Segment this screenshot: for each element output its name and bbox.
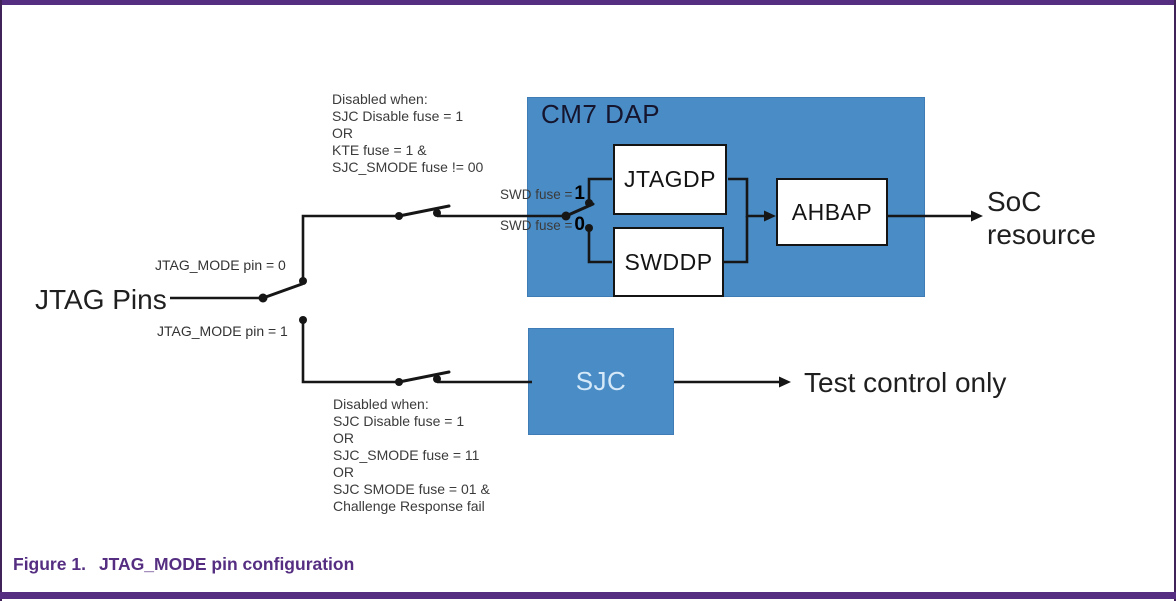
swd-fuse-0-prefix: SWD fuse = bbox=[500, 218, 573, 233]
test-control-only-label: Test control only bbox=[804, 367, 1007, 398]
note-line: Challenge Response fail bbox=[333, 498, 485, 514]
note-line: Disabled when: bbox=[332, 91, 428, 107]
note-line: OR bbox=[332, 125, 353, 141]
swd-fuse-1-label: SWD fuse = 1 bbox=[465, 183, 585, 205]
note-line: SJC Disable fuse = 1 bbox=[333, 413, 465, 429]
note-line: SJC_SMODE fuse != 00 bbox=[332, 159, 484, 175]
cm7-dap-title: CM7 DAP bbox=[541, 99, 661, 129]
frame-right-border bbox=[1174, 0, 1176, 601]
figure-caption-title: JTAG_MODE pin configuration bbox=[98, 554, 355, 574]
note-line: KTE fuse = 1 & bbox=[332, 142, 427, 158]
note-line: OR bbox=[333, 464, 354, 480]
frame-top-bar bbox=[0, 0, 1176, 5]
soc-resource-label: SoC resource bbox=[987, 185, 1096, 251]
swddp-label: SWDDP bbox=[624, 248, 713, 275]
swd-fuse-1-value: 1 bbox=[574, 183, 585, 204]
note-line: SJC_SMODE fuse = 11 bbox=[333, 447, 480, 463]
lower-disable-note: Disabled when: SJC Disable fuse = 1 OR S… bbox=[333, 396, 490, 515]
swd-fuse-0-label: SWD fuse = 0 bbox=[465, 214, 585, 236]
frame-left-border bbox=[0, 0, 2, 601]
jtag-mode-1-label: JTAG_MODE pin = 1 bbox=[157, 323, 288, 339]
figure-caption: Figure 1. JTAG_MODE pin configuration bbox=[13, 554, 354, 575]
soc-line2: resource bbox=[987, 219, 1096, 250]
note-line: OR bbox=[333, 430, 354, 446]
sjc-box: SJC bbox=[528, 328, 674, 435]
swd-fuse-0-value: 0 bbox=[574, 214, 585, 235]
note-line: Disabled when: bbox=[333, 396, 429, 412]
jtagdp-box: JTAGDP bbox=[613, 144, 727, 215]
note-line: SJC SMODE fuse = 01 & bbox=[333, 481, 490, 497]
jtagdp-label: JTAGDP bbox=[623, 166, 717, 192]
ahbap-box: AHBAP bbox=[776, 178, 888, 246]
swd-fuse-1-prefix: SWD fuse = bbox=[500, 187, 573, 202]
jtag-mode-0-label: JTAG_MODE pin = 0 bbox=[155, 257, 286, 273]
sjc-label: SJC bbox=[575, 366, 627, 396]
ahbap-label: AHBAP bbox=[791, 198, 873, 225]
upper-disable-note: Disabled when: SJC Disable fuse = 1 OR K… bbox=[332, 91, 483, 176]
figure-caption-number: Figure 1. bbox=[13, 554, 86, 574]
frame-bottom-bar bbox=[0, 592, 1176, 599]
note-line: SJC Disable fuse = 1 bbox=[332, 108, 464, 124]
soc-line1: SoC bbox=[987, 186, 1042, 217]
swddp-box: SWDDP bbox=[613, 227, 724, 297]
jtag-pins-label: JTAG Pins bbox=[35, 284, 167, 315]
